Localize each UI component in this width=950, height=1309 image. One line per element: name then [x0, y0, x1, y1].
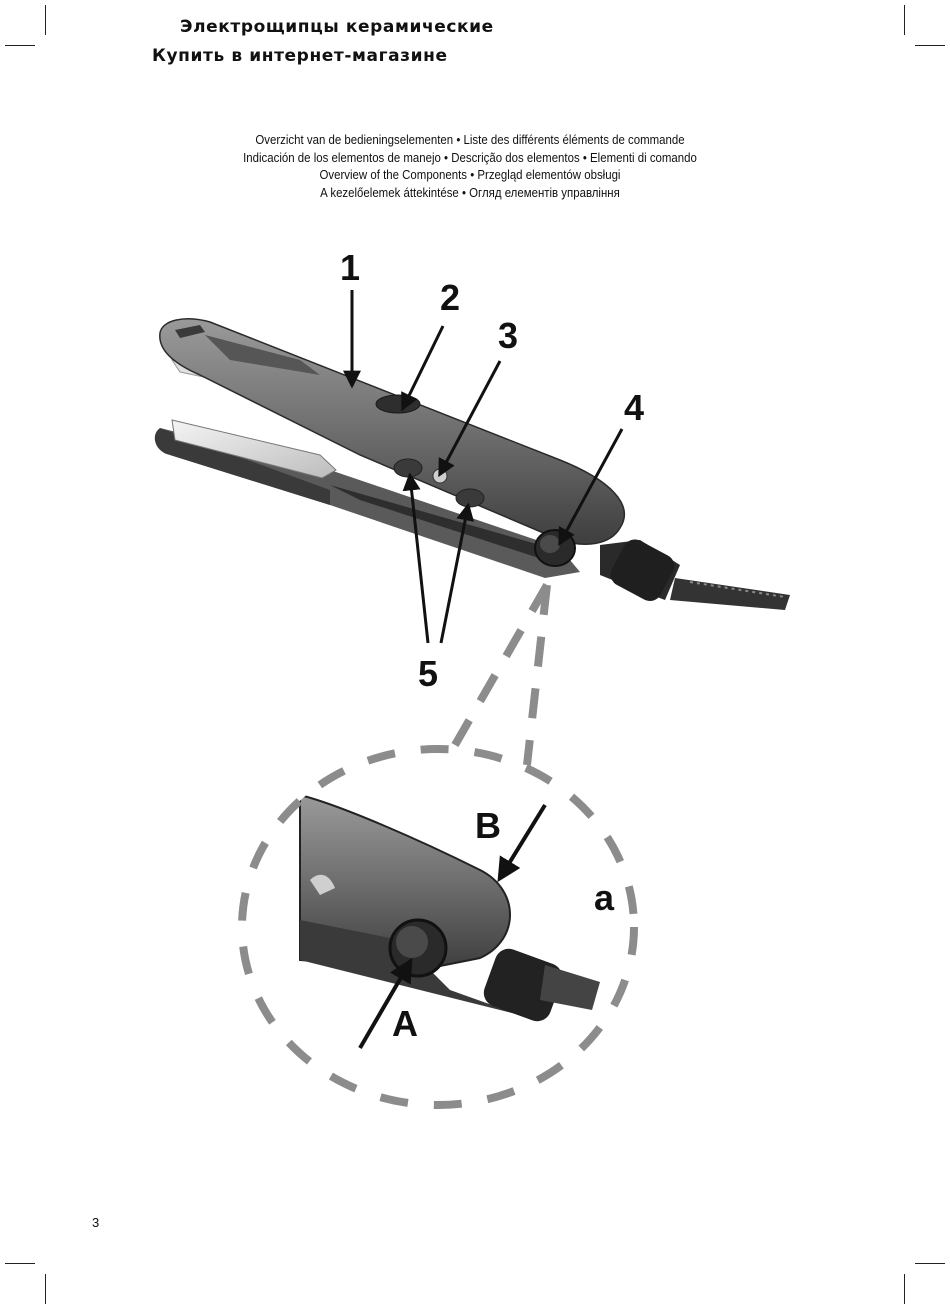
crop-mark — [5, 45, 35, 46]
overview-line: Overzicht van de bedieningselementen • L… — [255, 132, 685, 147]
crop-mark — [904, 1274, 905, 1304]
crop-mark — [45, 5, 46, 35]
callout-arrow-5b — [439, 502, 475, 644]
crop-mark — [45, 1274, 46, 1304]
callout-label-B: B — [475, 805, 501, 846]
zoom-circle — [238, 745, 638, 1109]
zoom-connector — [451, 583, 551, 747]
callout-arrow-4 — [558, 428, 624, 547]
callout-label-4: 4 — [624, 387, 644, 428]
temp-button-plus-icon — [455, 488, 485, 508]
upper-arm — [159, 318, 626, 545]
overview-line: Indicación de los elementos de manejo • … — [243, 149, 697, 165]
page-number: 3 — [92, 1215, 100, 1230]
swivel-cord — [600, 539, 790, 610]
crop-mark — [915, 1263, 945, 1264]
crop-mark — [5, 1263, 35, 1264]
callout-arrow-B — [497, 803, 547, 883]
header-shop-link[interactable]: Купить в интернет-магазине — [152, 46, 448, 66]
temp-button-minus-icon — [393, 458, 423, 478]
callout-label-a: a — [594, 877, 615, 918]
overview-caption: Overzicht van de bedieningselementen • L… — [188, 131, 751, 201]
callout-label-5: 5 — [418, 653, 438, 694]
power-switch-icon — [375, 394, 421, 414]
callout-label-1: 1 — [340, 247, 360, 288]
lower-arm — [154, 428, 580, 578]
callout-arrow-A — [358, 957, 413, 1050]
callout-label-3: 3 — [498, 315, 518, 356]
callout-arrow-3 — [438, 360, 502, 478]
callout-arrow-5a — [402, 472, 430, 644]
zoom-connector — [523, 584, 551, 766]
crop-mark — [904, 5, 905, 35]
overview-line: Overview of the Components • Przegląd el… — [319, 167, 621, 182]
callout-label-A: A — [392, 1003, 418, 1044]
lower-plate — [171, 419, 337, 479]
crop-mark — [915, 45, 945, 46]
zoom-detail — [299, 793, 600, 1022]
callout-label-2: 2 — [440, 277, 460, 318]
overview-line: A kezelőelemek áttekintése • Огляд елеме… — [320, 184, 620, 200]
header-title: Электрощипцы керамические — [180, 17, 494, 37]
callout-arrow-2 — [401, 325, 445, 412]
